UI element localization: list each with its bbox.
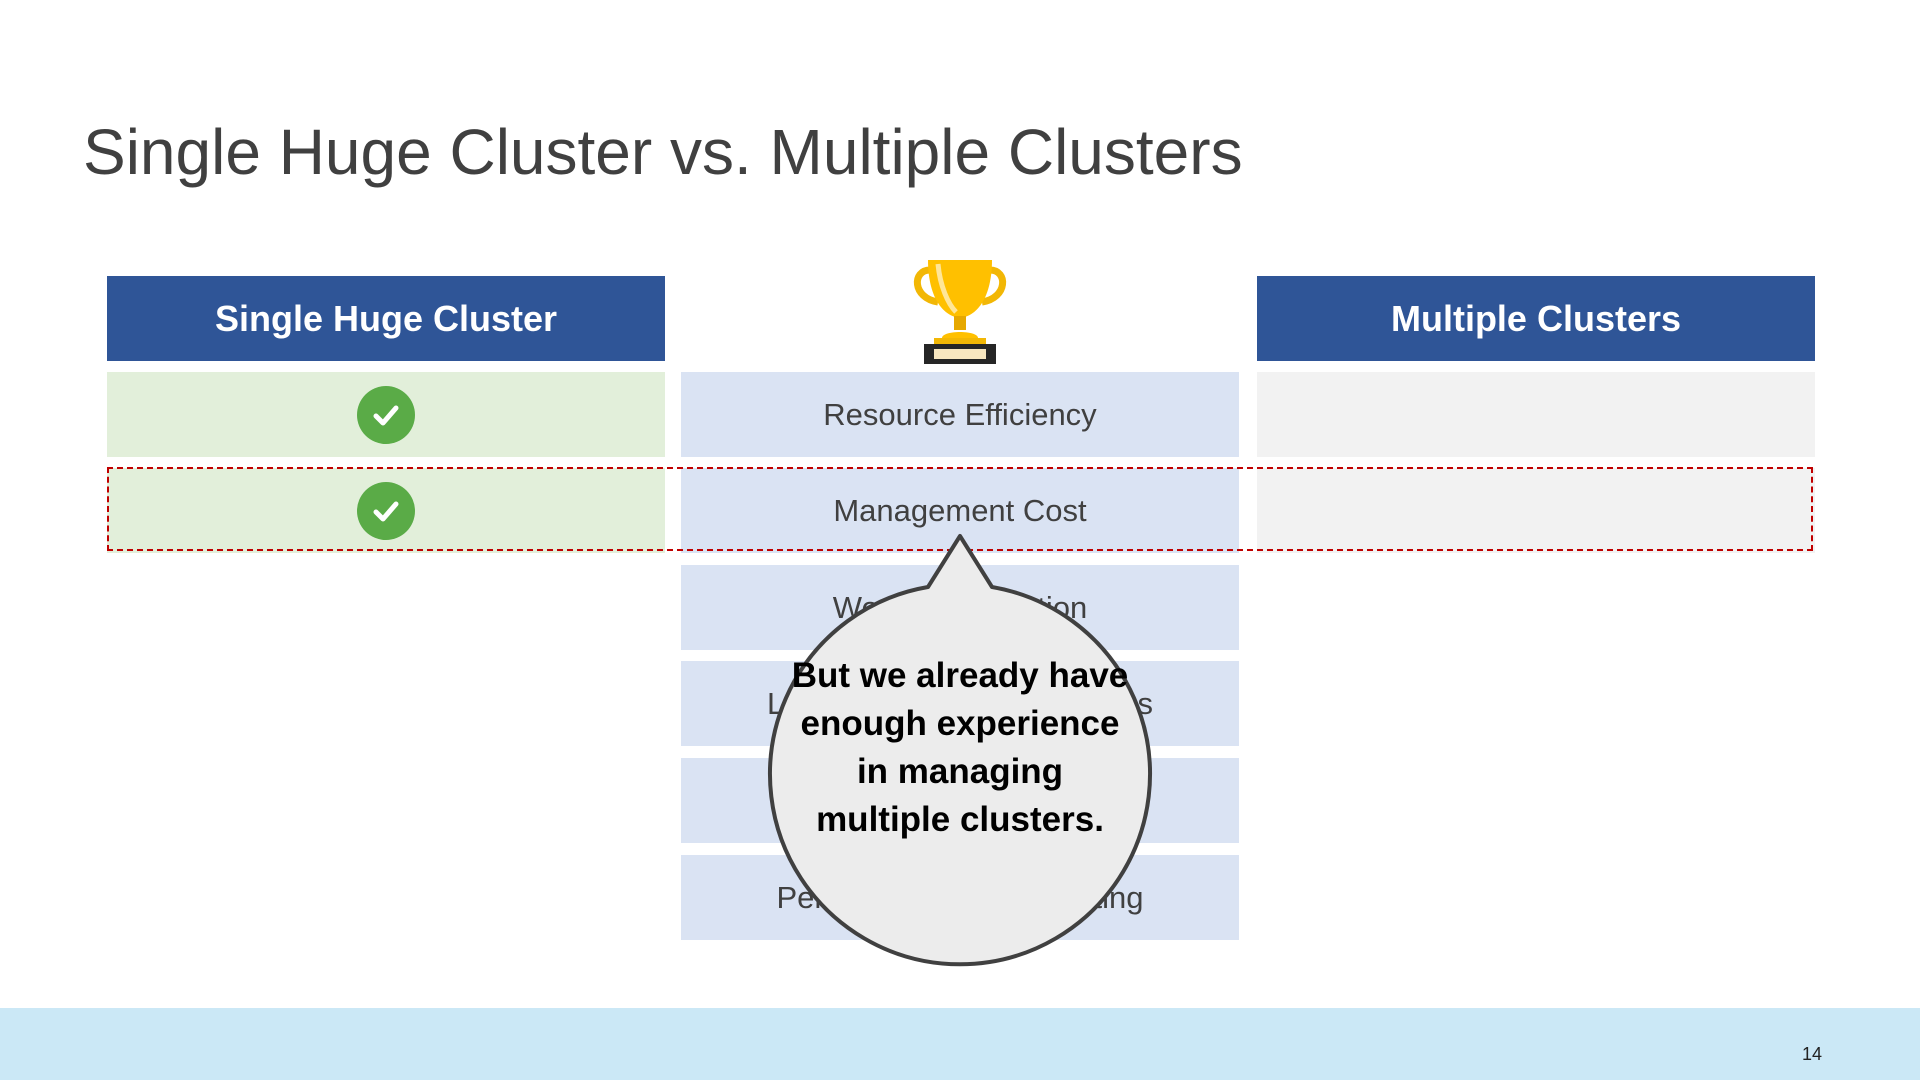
multiple-clusters-resource-efficiency-cell bbox=[1257, 372, 1815, 457]
criterion-resource-efficiency: Resource Efficiency bbox=[681, 372, 1239, 457]
page-number: 14 bbox=[1801, 1044, 1822, 1064]
callout-text: But we already have enough experience in… bbox=[791, 656, 1129, 839]
slide-title: Single Huge Cluster vs. Multiple Cluster… bbox=[83, 116, 1243, 188]
single-cluster-management-cost-cell bbox=[107, 468, 665, 553]
footer-bar: 14 bbox=[0, 1008, 1920, 1080]
multiple-clusters-management-cost-cell bbox=[1257, 468, 1815, 553]
multiple-clusters-header: Multiple Clusters bbox=[1257, 276, 1815, 361]
check-circle-icon bbox=[357, 385, 415, 444]
single-cluster-resource-efficiency-cell bbox=[107, 372, 665, 457]
trophy-icon bbox=[913, 260, 1007, 364]
callout-bubble bbox=[768, 534, 1152, 967]
single-huge-cluster-header: Single Huge Cluster bbox=[107, 276, 665, 361]
check-circle-icon bbox=[357, 481, 415, 540]
